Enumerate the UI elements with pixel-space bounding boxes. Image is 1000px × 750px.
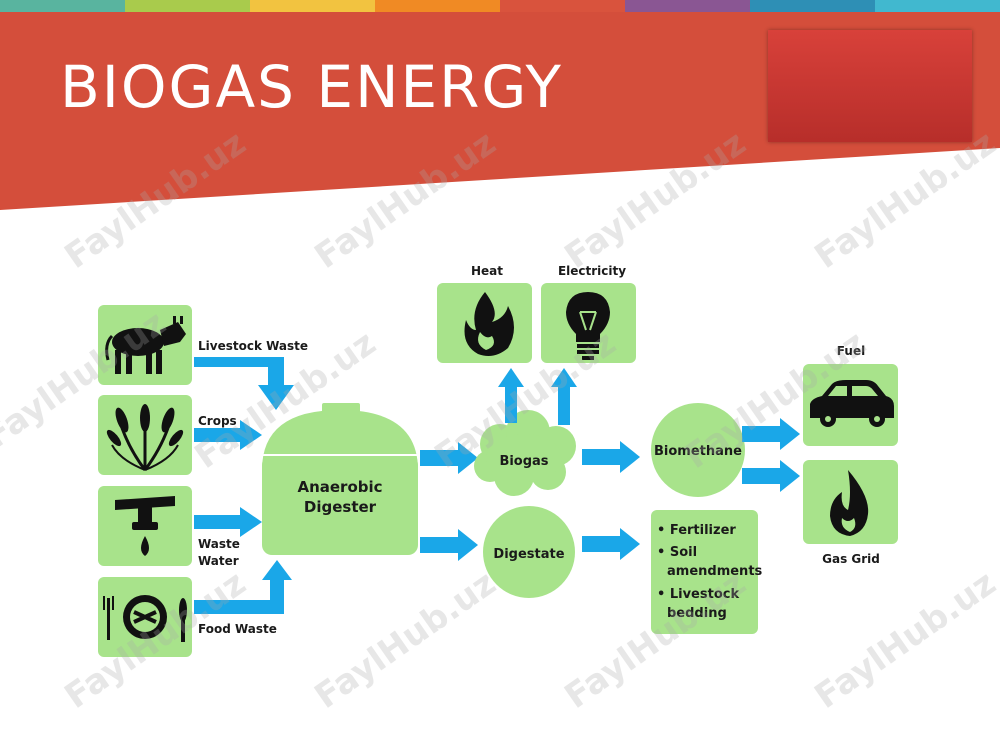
label-waste-water-line1: Waste <box>198 537 240 551</box>
biomethane-label: Biomethane <box>654 444 742 459</box>
digester-label-line1: Anaerobic <box>297 478 382 496</box>
product-fertilizer: • Fertilizer <box>657 523 736 538</box>
label-waste-water-line2: Water <box>198 554 239 568</box>
top-color-strip <box>0 0 1000 12</box>
plate-cutlery-icon <box>103 595 187 642</box>
electricity-label: Electricity <box>558 264 626 278</box>
slide-title: BIOGAS ENERGY <box>60 53 563 121</box>
gas-grid-label: Gas Grid <box>822 552 880 566</box>
biomethane-circle <box>651 403 745 497</box>
biogas-up-arrows <box>498 368 577 425</box>
header-banner <box>0 12 1000 210</box>
digester-output-arrows <box>420 442 478 561</box>
label-livestock-waste: Livestock Waste <box>198 339 308 353</box>
anaerobic-digester <box>262 403 418 555</box>
digestate-products-box <box>651 510 758 634</box>
label-crops: Crops <box>198 414 237 428</box>
digester-label-line2: Digester <box>304 498 377 516</box>
secondary-arrows <box>582 441 640 560</box>
faucet-icon <box>115 496 175 556</box>
biogas-cloud <box>474 410 576 496</box>
lightbulb-icon <box>566 292 610 360</box>
label-food-waste: Food Waste <box>198 622 277 636</box>
biogas-label: Biogas <box>499 454 548 469</box>
digestate-label: Digestate <box>493 547 564 562</box>
product-livestock: • Livestock <box>657 587 739 602</box>
cow-icon <box>105 316 186 374</box>
gas-flame-icon <box>830 470 869 536</box>
wheat-icon <box>106 404 184 471</box>
flame-icon <box>464 292 514 356</box>
car-icon <box>810 380 894 427</box>
fuel-label: Fuel <box>837 344 865 358</box>
heat-label: Heat <box>471 264 503 278</box>
digestate-circle <box>483 506 575 598</box>
product-soil: • Soil <box>657 545 697 560</box>
product-soil-amendments: amendments <box>667 564 763 579</box>
header-decoration-box <box>768 30 972 142</box>
biomethane-output-arrows <box>742 418 800 492</box>
product-livestock-bedding: bedding <box>667 606 727 621</box>
input-arrows <box>194 357 294 614</box>
